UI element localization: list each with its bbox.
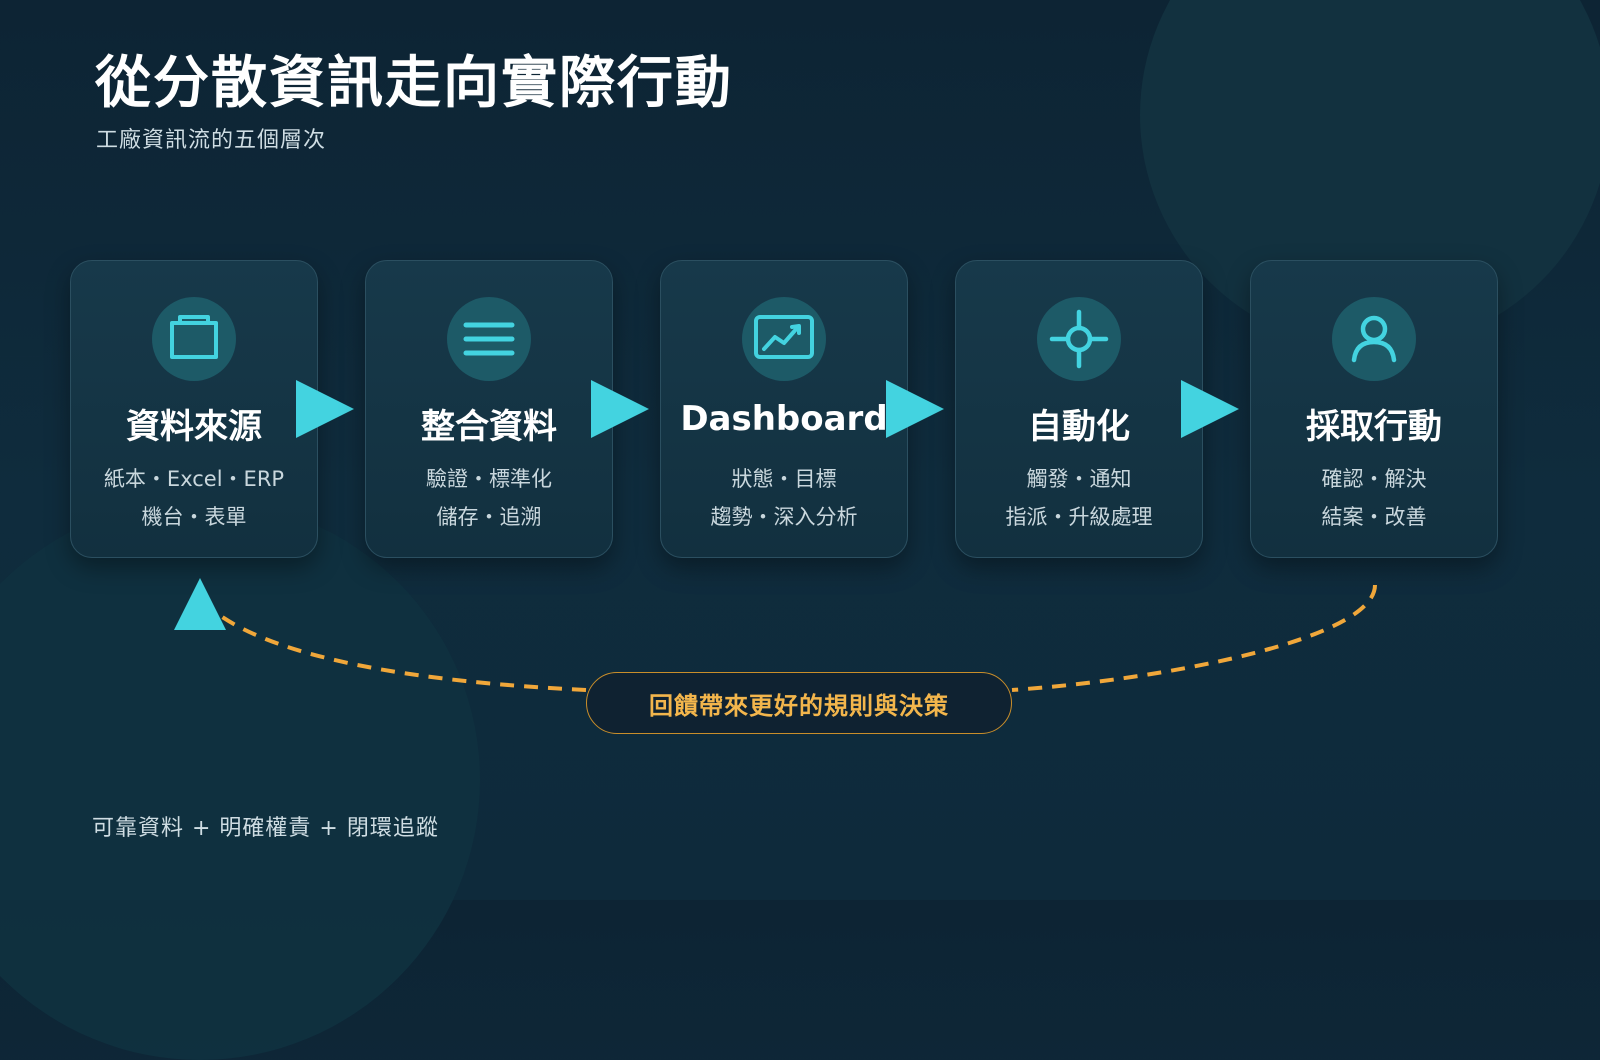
stage-title: 自動化 [1028, 407, 1130, 447]
stage-detail-1: 驗證・標準化 [426, 467, 552, 491]
feedback-loop [174, 578, 1377, 692]
flow-arrow-icon [1181, 380, 1239, 438]
stage-title: 資料來源 [126, 407, 262, 447]
stage-detail-2: 指派・升級處理 [1005, 505, 1153, 529]
stage-card-automation: 自動化 觸發・通知 指派・升級處理 [955, 260, 1203, 558]
stage-card-data-source: 資料來源 紙本・Excel・ERP 機台・表單 [70, 260, 318, 558]
stage-detail-2: 結案・改善 [1321, 505, 1427, 529]
page-subtitle: 工廠資訊流的五個層次 [96, 128, 327, 153]
footer-note: 可靠資料 + 明確權責 + 閉環追蹤 [92, 816, 439, 841]
stage-detail-2: 儲存・追溯 [436, 505, 542, 529]
feedback-label: 回饋帶來更好的規則與決策 [586, 672, 1012, 734]
page-title: 從分散資訊走向實際行動 [95, 51, 733, 116]
stage-detail-1: 狀態・目標 [731, 467, 837, 491]
flow-arrow-icon [886, 380, 944, 438]
feedback-loop-path [1011, 584, 1377, 692]
flow-arrow-icon [296, 380, 354, 438]
folder-icon [152, 297, 236, 381]
stage-detail-1: 紙本・Excel・ERP [103, 467, 285, 491]
feedback-arrow-icon [174, 578, 226, 630]
crosshair-icon [1037, 297, 1121, 381]
stage-detail-2: 機台・表單 [141, 505, 247, 529]
stage-card-integrate: 整合資料 驗證・標準化 儲存・追溯 [365, 260, 613, 558]
list-icon [447, 297, 531, 381]
stage-title: 整合資料 [421, 407, 557, 447]
stage-title: 採取行動 [1306, 407, 1442, 447]
stage-card-action: 採取行動 確認・解決 結案・改善 [1250, 260, 1498, 558]
stage-detail-1: 觸發・通知 [1026, 467, 1132, 491]
stage-title: Dashboard [680, 399, 888, 439]
stage-detail-1: 確認・解決 [1321, 467, 1427, 491]
flow-arrow-icon [591, 380, 649, 438]
trend-chart-icon [742, 297, 826, 381]
feedback-loop-path [213, 610, 587, 692]
stage-card-dashboard: Dashboard 狀態・目標 趨勢・深入分析 [660, 260, 908, 558]
stage-detail-2: 趨勢・深入分析 [710, 505, 858, 529]
person-icon [1332, 297, 1416, 381]
